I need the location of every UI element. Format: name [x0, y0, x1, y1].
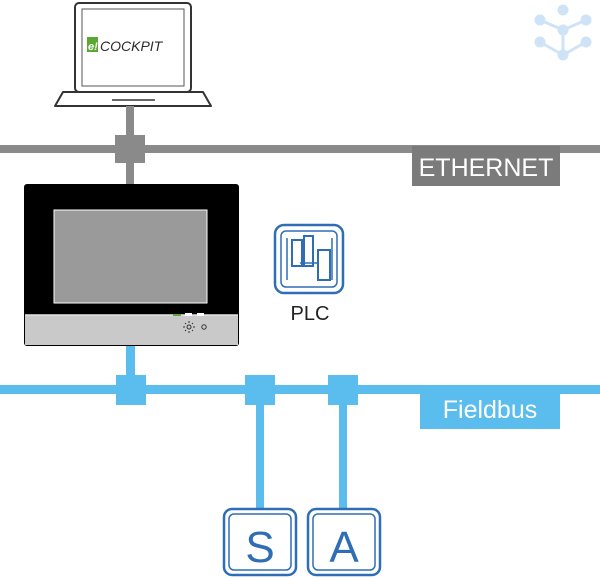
actuator-drop-cable [339, 390, 347, 510]
laptop-base [54, 91, 212, 107]
sensor-label: S [245, 523, 274, 572]
plc-label: PLC [291, 303, 330, 325]
laptop-screen [81, 8, 185, 87]
sensor-device: S [222, 507, 298, 577]
fieldbus-label-box [420, 388, 560, 429]
actuator-label: A [329, 523, 359, 572]
panel-led-slot-1 [185, 313, 192, 316]
laptop: e! COCKPIT [54, 2, 212, 107]
panel-bottom-strip [25, 315, 238, 345]
fieldbus-connector-actuator [328, 375, 358, 405]
fieldbus-network [0, 345, 600, 510]
ethernet-network [0, 106, 600, 186]
brightness-icon [183, 321, 195, 333]
ethernet-bus-line [0, 145, 600, 153]
cockpit-logo-badge [87, 37, 98, 52]
ethernet-label-box [412, 146, 560, 186]
fieldbus-label: Fieldbus [443, 396, 538, 424]
fieldbus-bus-line [0, 385, 600, 394]
fieldbus-connector-panel [116, 375, 146, 405]
actuator-device: A [306, 507, 382, 577]
plc-module-icon [273, 223, 345, 295]
panel-led-slot-2 [197, 313, 204, 316]
ethernet-label: ETHERNET [419, 154, 554, 182]
cockpit-logo-prefix: e! [88, 41, 98, 53]
touch-panel [24, 184, 239, 346]
panel-drop-cable [126, 345, 135, 390]
panel-led-green [173, 314, 181, 316]
panel-display [53, 209, 208, 304]
fieldbus-connector-sensor [245, 375, 275, 405]
power-indicator-icon [201, 324, 207, 330]
sensor-drop-cable [256, 390, 264, 510]
network-nodes-logo-icon [534, 4, 592, 61]
ethernet-connector [115, 135, 145, 163]
cockpit-logo-text: COCKPIT [100, 38, 164, 54]
